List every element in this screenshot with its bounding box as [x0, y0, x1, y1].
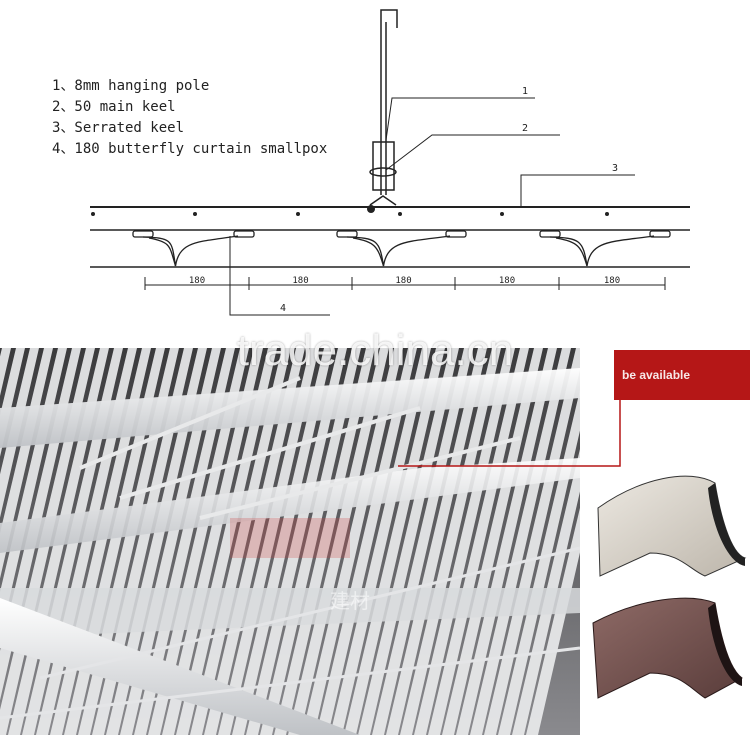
dimension-label: 180	[395, 276, 411, 286]
callout-2: 2	[522, 123, 528, 134]
dimension-ticks	[144, 277, 666, 290]
callout-leaders	[229, 97, 635, 316]
butterfly-panels	[132, 230, 671, 267]
availability-banner	[614, 350, 750, 400]
legend-item-hanging-pole: 1、8mm hanging pole	[52, 78, 210, 94]
site-watermark: trade.china.cn	[236, 326, 514, 375]
ceiling-slat	[288, 348, 389, 735]
butterfly-panel	[132, 230, 255, 267]
ceiling-slat	[316, 348, 417, 735]
ceiling-slat	[120, 348, 221, 735]
butterfly-panel	[336, 230, 467, 267]
keel-dot	[500, 212, 504, 216]
keel-dot	[193, 212, 197, 216]
legend-item-butterfly-ceiling: 4、180 butterfly curtain smallpox	[52, 141, 328, 157]
callout-1: 1	[522, 86, 528, 97]
product-panel-light	[597, 475, 747, 577]
pointer-line	[398, 378, 621, 467]
callout-4: 4	[280, 303, 286, 314]
ceiling-slat	[358, 348, 459, 735]
banner-text: be available	[622, 368, 691, 382]
ceiling-slat	[428, 348, 529, 735]
ceiling-slat	[260, 348, 361, 735]
dimension-label: 180	[604, 276, 620, 286]
legend: 1、8mm hanging pole 2、50 main keel 3、Serr…	[52, 76, 327, 160]
keel-dot	[296, 212, 300, 216]
legend-item-main-keel: 2、50 main keel	[52, 99, 176, 115]
product-panel-dark	[592, 597, 743, 699]
callout-3: 3	[612, 163, 618, 174]
ceiling-slat	[232, 348, 333, 735]
keel-dot	[398, 212, 402, 216]
photo-watermark-cjk: 建材	[330, 589, 370, 613]
ceiling-slat	[442, 348, 543, 735]
ceiling-slat	[134, 348, 235, 735]
ceiling-slat	[190, 348, 291, 735]
dimension-label: 180	[189, 276, 205, 286]
truss-beams	[0, 368, 581, 735]
hanging-pole	[380, 9, 398, 195]
legend-item-serrated-keel: 3、Serrated keel	[52, 120, 185, 136]
ceiling-slat	[498, 348, 599, 735]
ceiling-slat	[372, 348, 473, 735]
hanger-clip	[369, 141, 397, 206]
dimension-label: 180	[292, 276, 308, 286]
ceiling-slat	[162, 348, 263, 735]
ceiling-slat	[204, 348, 305, 735]
ceiling-slat	[106, 348, 207, 735]
ceiling-installation-diagram: 180 180 180 180 180 1 2 3 4	[90, 9, 690, 316]
butterfly-panel	[539, 230, 671, 267]
ceiling-slat	[386, 348, 487, 735]
keel-dots	[91, 212, 609, 216]
dimension-label: 180	[499, 276, 515, 286]
ceiling-slat	[274, 348, 375, 735]
ceiling-slat	[302, 348, 403, 735]
ceiling-slat	[148, 348, 249, 735]
ceiling-slat	[92, 348, 193, 735]
ceiling-slat	[400, 348, 501, 735]
ceiling-slat	[470, 348, 571, 735]
keel-dot	[605, 212, 609, 216]
ceiling-slat	[344, 348, 445, 735]
ceiling-slat	[456, 348, 557, 735]
ceiling-slat	[484, 348, 585, 735]
dimension-labels: 180 180 180 180 180	[189, 276, 620, 286]
ceiling-photo: 建材	[0, 348, 750, 735]
ceiling-slat	[246, 348, 347, 735]
ceiling-slat	[330, 348, 431, 735]
keel-dot	[91, 212, 95, 216]
